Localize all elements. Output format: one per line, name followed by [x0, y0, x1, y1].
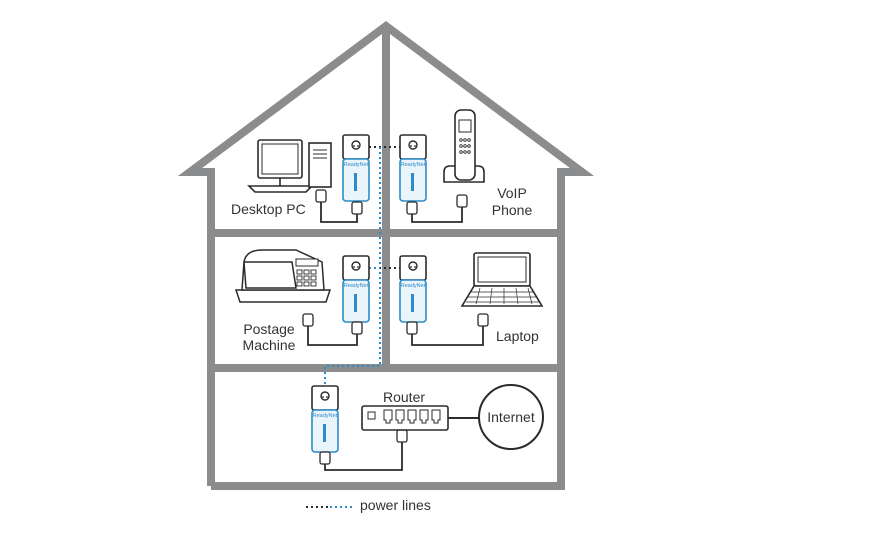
powerline-adapter-icon: ReadyNet — [342, 255, 370, 323]
desktop-pc-label: Desktop PC — [231, 201, 306, 217]
laptop-label: Laptop — [496, 328, 539, 344]
ethernet-plug-icon — [302, 189, 489, 465]
powerline-adapter-icon: ReadyNet — [311, 385, 339, 453]
voip-label-line2: Phone — [491, 202, 533, 218]
internet-label: Internet — [487, 409, 535, 425]
svg-text:ReadyNet: ReadyNet — [401, 162, 426, 168]
internet-cloud-icon — [478, 384, 544, 450]
desktop-pc-icon — [247, 139, 332, 193]
router-icon — [361, 405, 449, 431]
postage-machine-icon — [234, 249, 332, 303]
legend-label: power lines — [360, 497, 431, 513]
svg-text:ReadyNet: ReadyNet — [313, 413, 338, 419]
power-line-path — [324, 146, 400, 390]
voip-label-line1: VoIP — [497, 185, 527, 201]
postage-label-line2: Machine — [242, 337, 296, 353]
laptop-icon — [460, 252, 544, 307]
svg-text:ReadyNet: ReadyNet — [401, 283, 426, 289]
house-outline — [177, 21, 595, 490]
powerline-adapter-icon: ReadyNet — [399, 255, 427, 323]
ethernet-cables — [307, 200, 484, 471]
router-label: Router — [383, 389, 426, 405]
svg-text:ReadyNet: ReadyNet — [344, 162, 369, 168]
powerline-adapter-icon: ReadyNet — [399, 134, 427, 202]
svg-text:ReadyNet: ReadyNet — [344, 283, 369, 289]
powerline-adapter-icon: ReadyNet — [342, 134, 370, 202]
postage-label-line1: Postage — [243, 321, 295, 337]
voip-phone-icon — [443, 109, 485, 183]
